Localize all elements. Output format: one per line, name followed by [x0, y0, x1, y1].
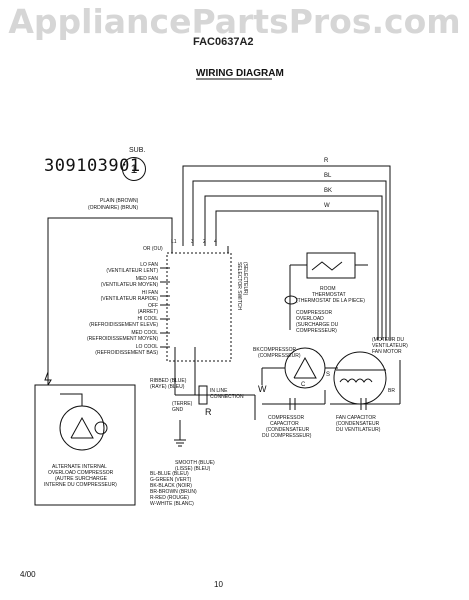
position-label: (REFROIDISSEMENT BAS)	[95, 350, 158, 356]
fan-motor-label: VENTILATEUR)	[372, 343, 408, 349]
legend-item: W-WHITE (BLANC)	[150, 501, 194, 507]
selector-position-labels: LO FAN (VENTILATEUR LENT) MED FAN (VENTI…	[87, 262, 158, 356]
plain-label-2: (ORDINAIRE) (BRUN)	[88, 205, 138, 211]
legend-item: BR-BROWN (BRUN)	[150, 489, 197, 495]
wire-label-w: W	[324, 203, 330, 209]
position-label: (ARRET)	[138, 309, 159, 315]
compressor-capacitor-label: COMPRESSOR	[268, 415, 305, 421]
switch-terminal-2: 2	[203, 239, 206, 245]
position-label: HI FAN	[142, 290, 159, 296]
terminal-c: C	[301, 382, 306, 388]
sub-number-circle: 1	[122, 157, 146, 181]
position-label: LO FAN	[140, 262, 158, 268]
room-thermostat-label: THERMOSTAT	[312, 292, 346, 298]
alt-overload-label: INTERNE DU COMPRESSEUR)	[44, 482, 117, 488]
date-code: 4/00	[20, 570, 36, 579]
legend-item: BL-BLUE (BLEU)	[150, 471, 189, 477]
terminal-w: W	[258, 384, 267, 394]
fan-capacitor-label: DU VENTILATEUR)	[336, 427, 381, 433]
terminal-s: S	[326, 372, 330, 378]
selector-switch-label: SELECTOR SWITCH	[236, 262, 242, 310]
earth-label: GND	[172, 407, 184, 413]
compressor-label-fr: (COMPRESSEUR)	[258, 353, 301, 359]
legend-item: BK-BLACK (NOIR)	[150, 483, 192, 489]
alt-overload-label: ALTERNATE INTERNAL	[52, 464, 107, 470]
position-label: (REFROIDISSEMENT MOYEN)	[87, 336, 158, 342]
compressor-overload-label: (SURCHARGE DU	[296, 322, 339, 328]
legend-item: G-GREEN (VERT)	[150, 477, 192, 483]
compressor-capacitor-label: (CONDENSATEUR	[266, 427, 310, 433]
position-label: (VENTILATEUR LENT)	[106, 268, 158, 274]
selector-switch-label-fr: (SELECTEUR)	[242, 262, 248, 296]
position-label: MED COOL	[131, 330, 158, 336]
position-label: OFF	[148, 303, 158, 309]
position-label: (VENTILATEUR RAPIDE)	[101, 296, 159, 302]
wire-label-bk: BK	[324, 188, 332, 194]
part-number: 309103901	[44, 156, 141, 176]
fan-capacitor-label: (CONDENSATEUR	[336, 421, 380, 427]
terminal-bk: BK	[253, 347, 260, 353]
position-label: (VENTILATEUR MOYEN)	[101, 282, 158, 288]
fan-motor-label: FAN MOTOR	[372, 349, 402, 355]
terminal-r: R	[205, 407, 212, 417]
watermark: AppliancePartsPros.com	[8, 2, 461, 41]
inline-connection-label: IN LINE	[210, 388, 228, 394]
ribbed-label: RIBBED (BLUE)	[150, 378, 187, 384]
alt-overload-label: OVERLOAD COMPRESSOR	[48, 470, 114, 476]
room-thermostat-label: (THERMOSTAT DE LA PIECE)	[296, 298, 365, 304]
wire-label-r: R	[324, 158, 329, 164]
compressor-overload-label: COMPRESSEUR)	[296, 328, 337, 334]
switch-terminal-l1: L1	[171, 239, 177, 245]
compressor-overload-label: COMPRESSOR	[296, 310, 333, 316]
position-label: HI COOL	[137, 316, 158, 322]
compressor-label: COMPRESSOR	[260, 347, 297, 353]
plain-label-1: PLAIN (BROWN)	[100, 198, 139, 204]
compressor-capacitor-label: DU COMPRESSEUR)	[262, 433, 312, 439]
smooth-label: (LISSE) (BLEU)	[175, 466, 211, 472]
position-label: LO COOL	[136, 344, 158, 350]
compressor-overload-label: OVERLOAD	[296, 316, 324, 322]
position-label: (REFROIDISSEMENT ELEVE)	[89, 322, 158, 328]
fan-capacitor-label: FAN CAPACITOR	[336, 415, 376, 421]
inline-connection-label: CONNECTION	[210, 394, 244, 400]
alt-overload-label: (AUTRE SURCHARGE	[55, 476, 108, 482]
smooth-label: SMOOTH (BLUE)	[175, 460, 215, 466]
fan-motor-label: (MOTEUR DU	[372, 337, 404, 343]
page-title: WIRING DIAGRAM	[196, 68, 284, 79]
or-label: OR (OU)	[143, 246, 163, 252]
switch-terminal-4: 4	[214, 239, 217, 245]
model-number: FAC0637A2	[193, 36, 254, 48]
legend-item: R-RED (ROUGE)	[150, 495, 189, 501]
ribbed-label: (RAYE) (BLEU)	[150, 384, 185, 390]
compressor-capacitor-label: CAPACITOR	[270, 421, 299, 427]
page-number: 10	[214, 580, 223, 589]
terminal-br: BR	[388, 388, 395, 394]
color-legend: BL-BLUE (BLEU) G-GREEN (VERT) BK-BLACK (…	[150, 471, 197, 507]
switch-terminal-3: 3	[191, 239, 194, 245]
wire-label-bl: BL	[324, 173, 332, 179]
room-thermostat-label: ROOM	[320, 286, 336, 292]
sub-label: SUB.	[129, 147, 146, 154]
earth-label: (TERRE)	[172, 401, 193, 407]
position-label: MED FAN	[136, 276, 159, 282]
